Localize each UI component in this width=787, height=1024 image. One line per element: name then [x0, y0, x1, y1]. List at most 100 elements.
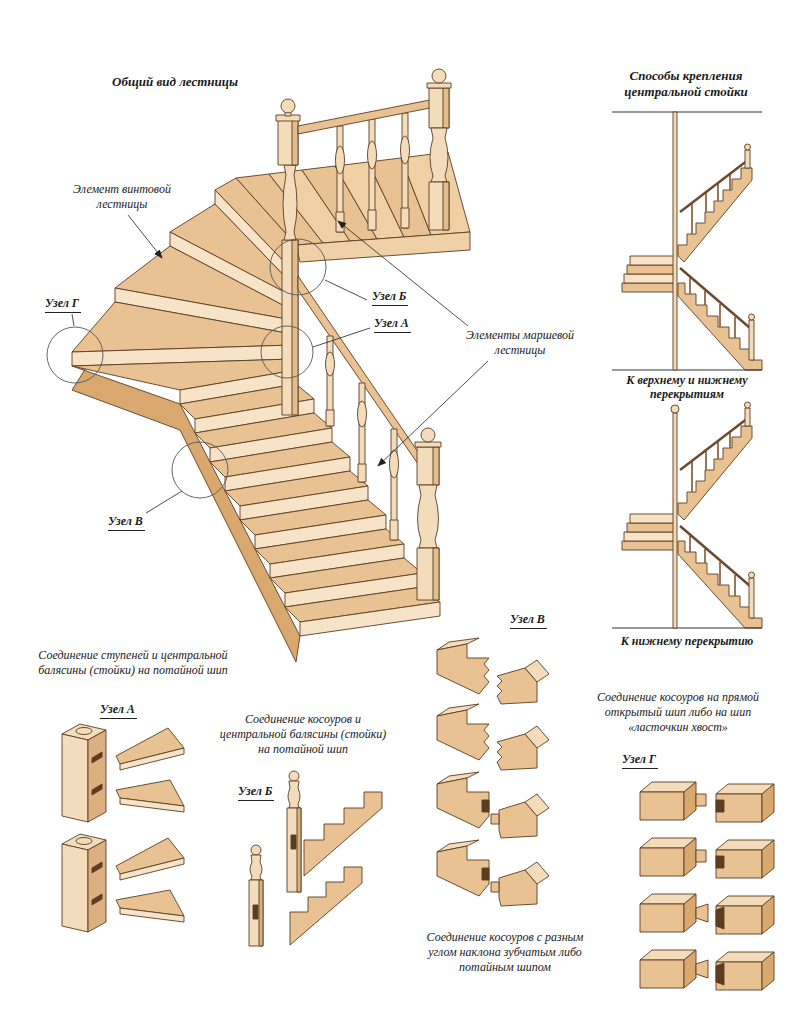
- bottom-newel-post: [417, 548, 439, 600]
- leader-line: [146, 491, 182, 513]
- callout-label: Узел Г: [622, 752, 658, 769]
- joint-caption: Соединение ступеней и центральной баляси…: [38, 648, 228, 678]
- callout-label: Узел В: [510, 612, 547, 629]
- callout-label: Узел А: [374, 316, 411, 333]
- top-newel-post: [443, 88, 449, 128]
- post-tread-joint: [62, 734, 88, 822]
- mini-staircase: [612, 144, 762, 370]
- joint-caption: Соединение косоуров и центральной баляси…: [218, 712, 388, 757]
- mini-staircase: [680, 268, 750, 328]
- mini-staircase: [734, 317, 736, 338]
- leader-line: [325, 280, 367, 300]
- mini-staircase: [627, 265, 675, 274]
- callout-label: Узел А: [100, 702, 137, 719]
- top-newel-post: [430, 128, 448, 182]
- mini-staircase: [678, 168, 752, 262]
- mini-staircase: [729, 174, 731, 190]
- lower-handrail: [358, 401, 367, 427]
- joint-caption: Соединение косоуров на прямой открытый ш…: [578, 690, 778, 735]
- winder-steps: [72, 178, 296, 404]
- bottom-newel-post: [421, 428, 435, 442]
- callout-circle: [261, 326, 313, 378]
- top-newel-post: [427, 69, 451, 230]
- mini-staircase: [749, 314, 755, 320]
- top-newel-post: [429, 182, 449, 230]
- leader-line: [338, 221, 468, 326]
- central-post: [281, 99, 295, 113]
- lower-handrail: [298, 276, 418, 464]
- bottom-newel-post: [415, 428, 441, 600]
- post-stringer-joint: [290, 867, 362, 945]
- stringer-joint: [640, 894, 774, 934]
- post-stringer-joint: [253, 905, 258, 919]
- post-stringer-joint: [304, 792, 382, 876]
- central-post: [278, 120, 298, 165]
- post-stringer-joint: [251, 845, 261, 855]
- mini-staircase: [622, 283, 675, 292]
- leader-line: [313, 328, 370, 347]
- mounting-scheme: [612, 111, 762, 112]
- callout-circle: [172, 442, 228, 498]
- lower-handrail: [298, 276, 418, 540]
- central-post: [276, 99, 300, 415]
- mini-staircase: [745, 150, 750, 168]
- post-tread-joint: [62, 724, 184, 822]
- lower-handrail: [391, 429, 397, 540]
- mounting-scheme: [673, 112, 677, 370]
- post-tread-joint: [120, 748, 184, 770]
- mini-staircase: [680, 160, 748, 212]
- callout-circle: [270, 239, 326, 295]
- top-newel-post: [427, 83, 451, 88]
- part-label: Элементы маршевой лестницы: [455, 328, 585, 358]
- lower-handrail: [327, 336, 333, 426]
- upper-handrail: [369, 119, 375, 230]
- mounting-scheme: [673, 413, 677, 628]
- mini-staircase: [678, 283, 762, 370]
- staircase-drawing: [47, 69, 488, 662]
- callout-circle: [47, 327, 103, 383]
- post-stringer-joint: [291, 835, 296, 849]
- callout-label: Узел Г: [45, 296, 81, 313]
- upper-handrail: [368, 141, 377, 169]
- stringer-joint: [640, 782, 774, 822]
- callout-label: Узел В: [108, 514, 145, 531]
- mini-staircase: [717, 183, 719, 201]
- part-label: Элемент винтовой лестницы: [62, 182, 182, 212]
- lower-handrail: [326, 352, 335, 376]
- stringer-joint: [437, 704, 549, 770]
- winder-steps: [72, 302, 292, 352]
- upper-handrail: [401, 208, 409, 228]
- post-stringer-joint: [259, 880, 263, 946]
- section-heading: Способы крепления центральной стойки: [598, 68, 774, 100]
- mini-staircase: [630, 256, 675, 265]
- bottom-newel-post: [417, 447, 439, 485]
- central-post: [283, 165, 297, 240]
- top-newel-post: [432, 69, 446, 83]
- callout-label: Узел Б: [238, 784, 274, 801]
- bottom-newel-post: [415, 442, 441, 447]
- post-tread-joint: [62, 834, 184, 932]
- joint-caption: Соединение косоуров с разным углом накло…: [420, 930, 590, 975]
- post-stringer-joint: [249, 880, 263, 946]
- upper-handrail: [298, 100, 430, 232]
- lower-handrail: [390, 520, 398, 540]
- lower-flight: [300, 602, 440, 636]
- post-stringer-joint: [289, 771, 299, 781]
- post-tread-joint: [88, 730, 106, 822]
- mini-staircase: [745, 144, 751, 150]
- bottom-newel-post: [433, 447, 439, 485]
- post-stringer-joint: [287, 808, 301, 892]
- top-newel-post: [443, 182, 449, 230]
- lower-handrail: [358, 464, 366, 482]
- leader-line: [72, 215, 488, 513]
- mini-staircase: [624, 274, 675, 283]
- leader-line: [128, 215, 162, 258]
- mini-staircase: [749, 320, 754, 360]
- stringer-joint: [437, 638, 549, 704]
- upper-handrail: [401, 136, 410, 164]
- mini-staircase: [689, 278, 691, 294]
- mini-staircase: [719, 304, 721, 327]
- mini-staircase: [691, 203, 693, 234]
